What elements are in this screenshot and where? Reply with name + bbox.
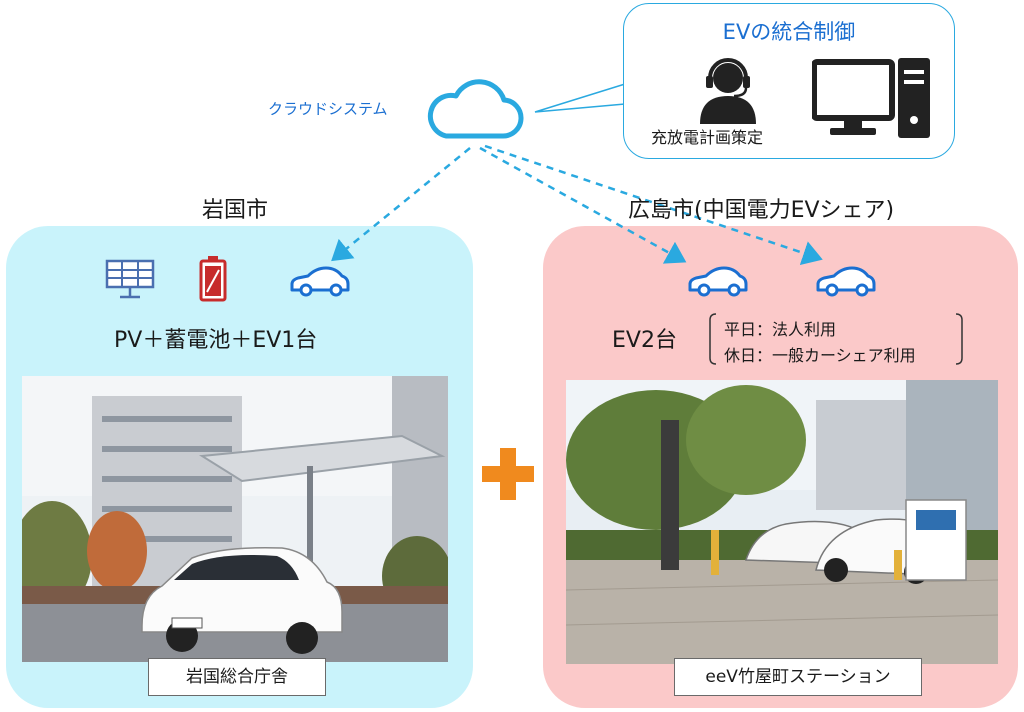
hiroshima-city-heading: 広島市(中国電力EVシェア) <box>628 198 895 223</box>
integrated-control-callout: EVの統合制御 充放電計画策定 <box>623 3 955 159</box>
computer-icon <box>812 58 930 138</box>
connector-to-ev-b <box>484 144 823 266</box>
iwakuni-office-label: 岩国総合庁舎 <box>148 658 326 696</box>
weekday-usage: 平日：法人利用 <box>724 320 837 339</box>
takeyamachi-station-label: eeV竹屋町ステーション <box>674 658 922 696</box>
cloud-icon <box>427 79 524 139</box>
callout-title: EVの統合制御 <box>722 20 856 44</box>
ev-car-icon-hiroshima-2 <box>816 266 876 297</box>
cloud-system-label: クラウドシステム <box>268 100 388 118</box>
holiday-usage: 休日：一般カーシェア利用 <box>724 346 916 365</box>
solar-panel-icon <box>105 259 155 299</box>
operator-label: 充放電計画策定 <box>651 128 764 147</box>
plus-icon <box>482 448 534 500</box>
connector-to-iwakuni <box>331 147 471 262</box>
iwakuni-summary: PV＋蓄電池＋EV1台 <box>114 328 318 353</box>
callout-tail <box>534 83 626 113</box>
usage-brackets <box>709 313 963 365</box>
hiroshima-summary: EV2台 <box>612 328 677 353</box>
iwakuni-city-heading: 岩国市 <box>202 198 269 223</box>
ev-car-icon-iwakuni <box>290 266 350 297</box>
ev-car-icon-hiroshima-1 <box>688 266 748 297</box>
iwakuni-office-photo <box>22 376 448 662</box>
takeyamachi-station-photo <box>566 380 998 664</box>
operator-headset-icon <box>700 58 756 124</box>
battery-icon <box>199 256 227 302</box>
